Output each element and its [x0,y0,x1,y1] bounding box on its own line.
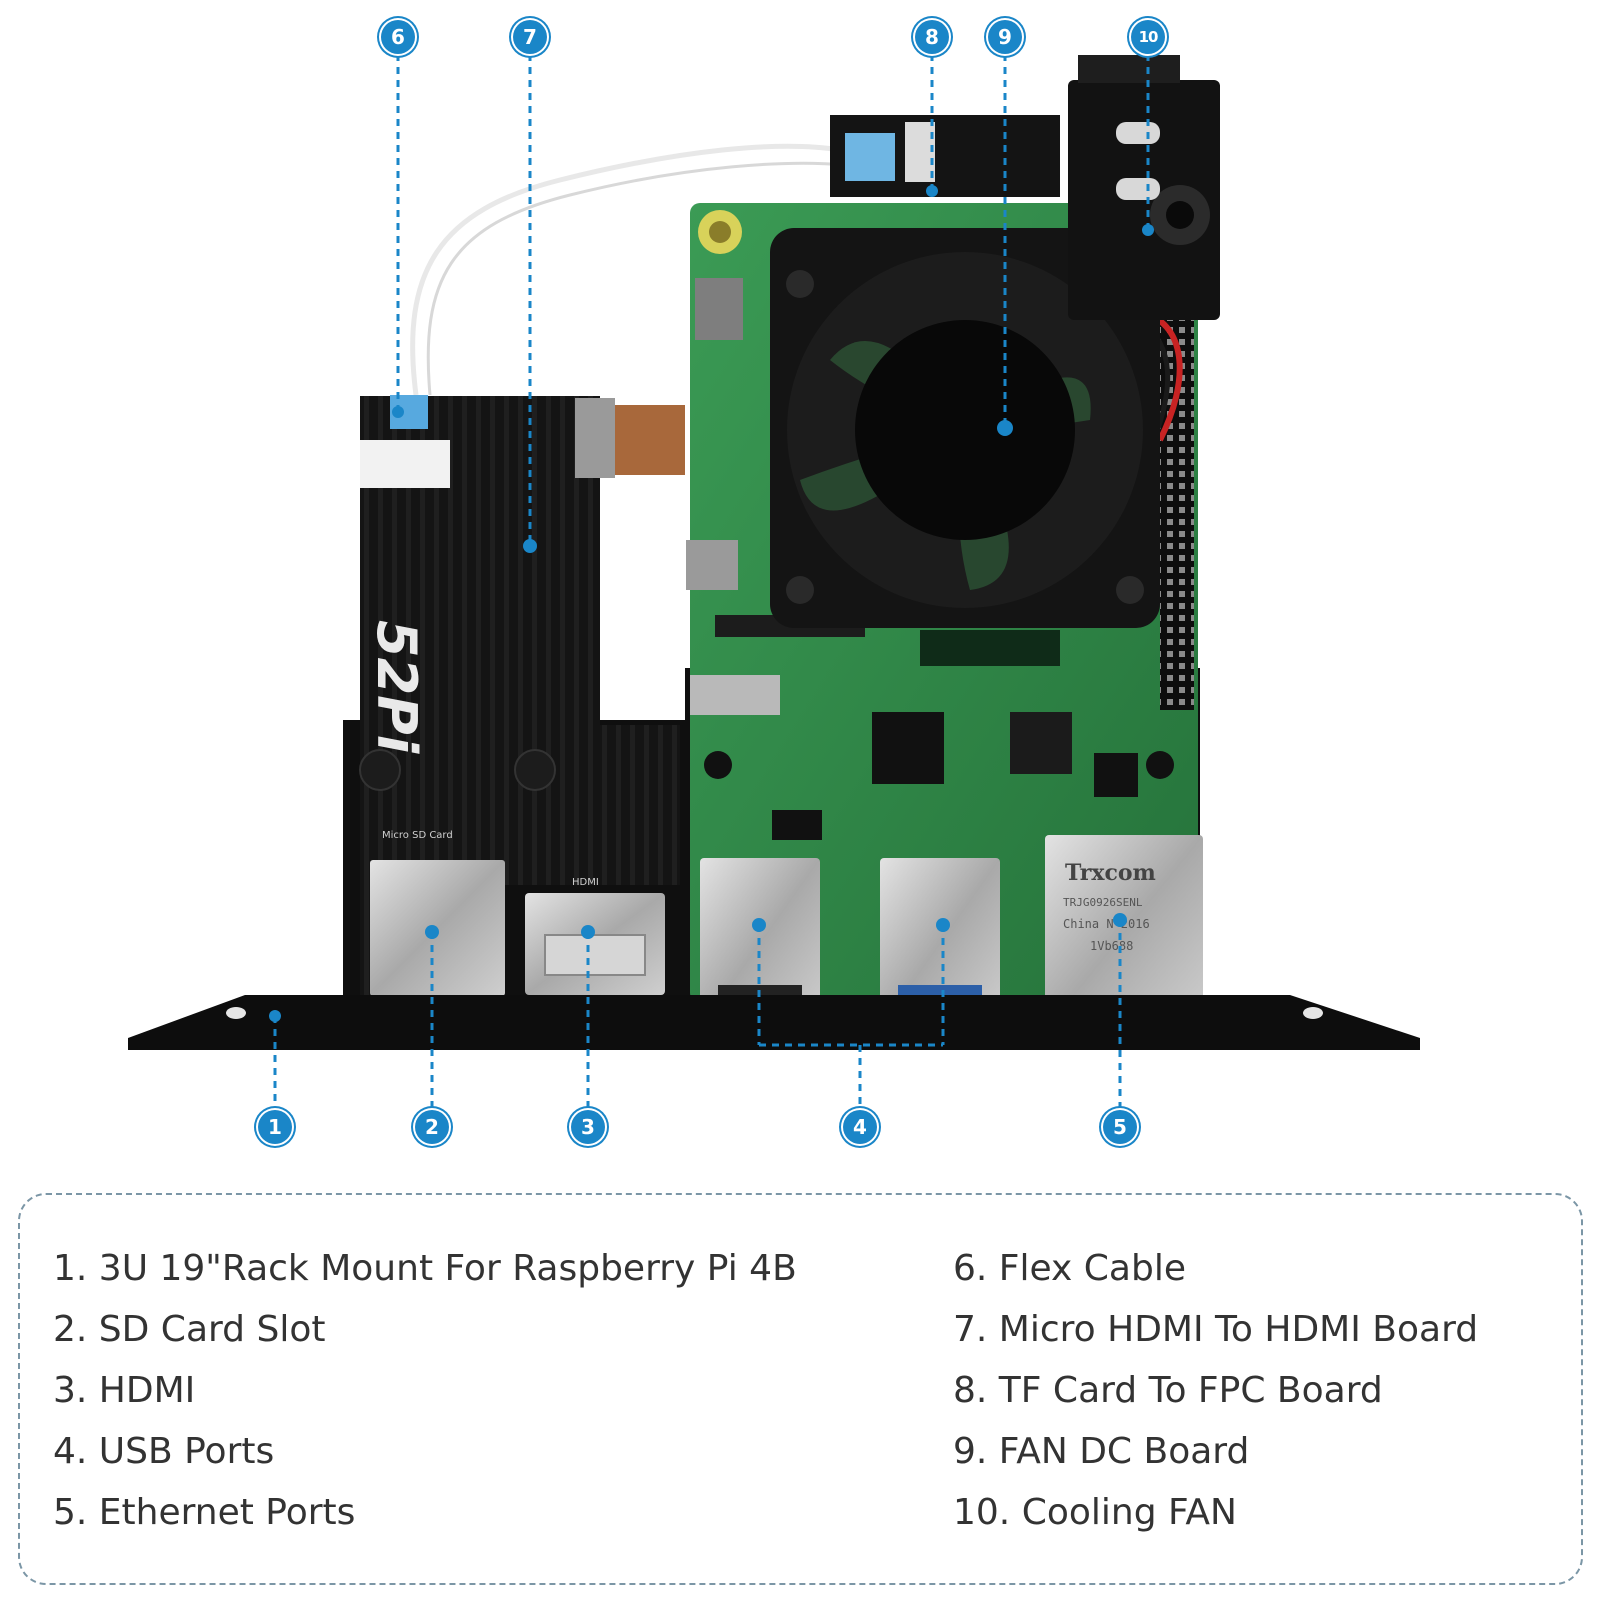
fan-hub [855,320,1075,540]
callout-badge-5: 5 [1103,1110,1137,1144]
legend-item-1: 1. 3U 19"Rack Mount For Raspberry Pi 4B [53,1248,797,1289]
hdmi-port-opening [544,934,646,976]
rack-mount-flange [128,995,1420,1050]
legend-item-9: 9. FAN DC Board [953,1431,1250,1472]
micro-sd-silkscreen: Micro SD Card [382,830,453,841]
callout-badge-3: 3 [571,1110,605,1144]
legend-item-4: 4. USB Ports [53,1431,275,1472]
mounting-hole [709,221,731,243]
small-component [772,810,822,840]
ethernet-code: 1Vb688 [1090,939,1133,953]
fan-screw-bl [786,576,814,604]
product-illustration: 52Pi Micro SD Card HDMI Trxcom TRJG0926S… [128,54,1420,1108]
legend-item-2: 2. SD Card Slot [53,1309,326,1350]
micro-hdmi-port [686,540,738,590]
audio-jack [690,675,780,715]
callout-badge-6: 6 [381,20,415,54]
fpc-connector-blue [845,133,895,181]
wifi-module [920,630,1060,666]
fpc-latch [905,122,935,182]
ram-chip [1010,712,1072,774]
rack-hole-left [226,1007,246,1019]
board-screw-left [359,749,401,791]
flex-connector-white [360,440,450,488]
fan-wire-red [1148,312,1183,442]
dc-jack-hole [1166,201,1194,229]
ethernet-part-number: TRJG0926SENL [1063,896,1143,909]
brand-logo: 52Pi [365,620,428,755]
usb-c-power [695,278,743,340]
legend-item-10: 10. Cooling FAN [953,1492,1237,1533]
soc-chip [872,712,944,784]
flex-cable-wire [410,143,841,396]
dc-switch [1116,122,1160,144]
fan-screw-br [1116,576,1144,604]
callout-leader-dots [269,185,1154,1022]
pcb-screw [704,751,732,779]
fan-screw-tl [786,270,814,298]
callout-badge-10: 10 [1131,20,1165,54]
callout-badge-7: 7 [513,20,547,54]
board-screw-right [514,749,556,791]
ethernet-brand: Trxcom [1065,860,1156,886]
legend-item-7: 7. Micro HDMI To HDMI Board [953,1309,1479,1350]
micro-hdmi-plug [575,398,615,478]
ethernet-port [1045,835,1203,1030]
dc-switch-2 [1116,178,1160,200]
hdmi-silkscreen: HDMI [572,877,599,888]
poe-header [1094,753,1138,797]
flex-cable-wire-2 [426,161,846,396]
legend-item-5: 5. Ethernet Ports [53,1492,356,1533]
legend-box [18,1193,1583,1585]
callout-leader-lines [273,54,1150,1108]
callout-badge-1: 1 [258,1110,292,1144]
product-diagram: 52Pi Micro SD Card HDMI Trxcom TRJG0926S… [128,20,1420,1144]
dc-jack [1078,55,1180,83]
rack-hole-right [1303,1007,1323,1019]
legend-item-3: 3. HDMI [53,1370,196,1411]
callout-badge-8: 8 [915,20,949,54]
callout-badge-2: 2 [415,1110,449,1144]
callout-badge-9: 9 [988,20,1022,54]
hdmi-adapter-board [360,396,680,1000]
legend-item-6: 6. Flex Cable [953,1248,1186,1289]
callout-badge-4: 4 [843,1110,877,1144]
ethernet-origin: China N 2016 [1063,917,1150,931]
pcb-screw-2 [1146,751,1174,779]
legend-item-8: 8. TF Card To FPC Board [953,1370,1383,1411]
